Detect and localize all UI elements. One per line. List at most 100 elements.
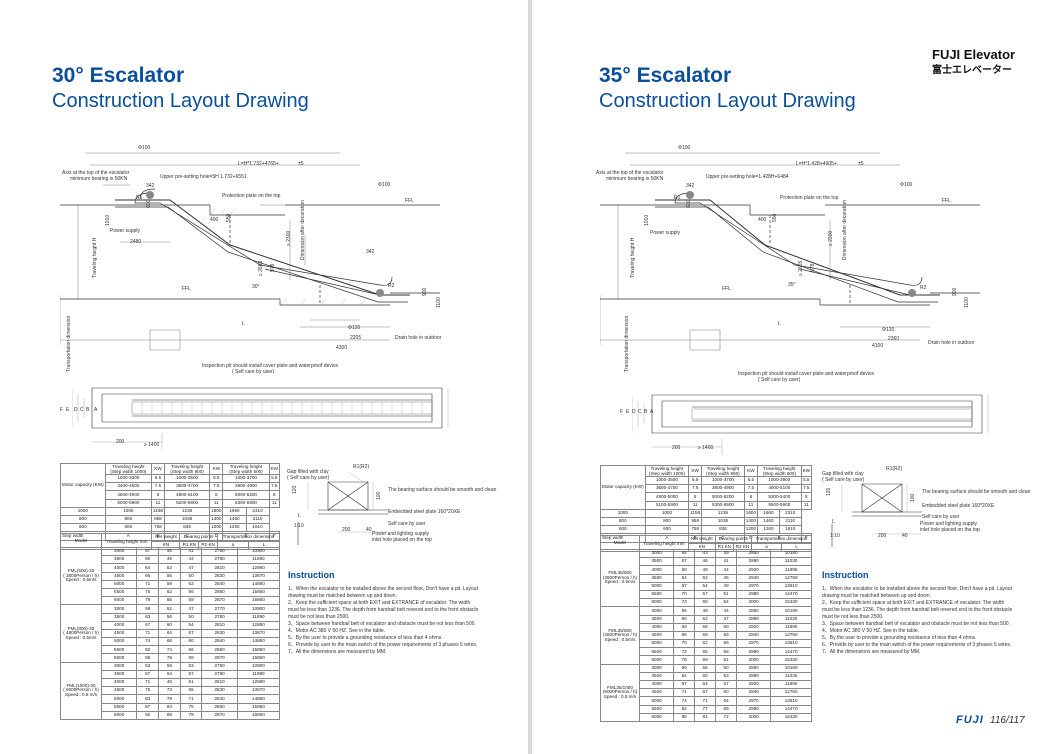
cell: 1600 <box>209 506 224 516</box>
l-label: L <box>778 321 781 327</box>
cell: 64 <box>158 628 181 639</box>
decoration-label: Dimension after decoration <box>842 200 848 260</box>
angle-30-label: 30° <box>252 284 260 290</box>
cell: 46 <box>694 557 717 567</box>
dim-978: 978 <box>270 263 276 272</box>
cell: 11 <box>268 498 281 508</box>
r1r2-label: R1(R2) <box>886 466 903 472</box>
cell: 63 <box>136 612 160 622</box>
th-col-1: Traveling height (Step width 1000) <box>644 465 690 477</box>
cell: 2870 <box>201 596 238 606</box>
model-rows-table: FML(600)-30( 3600Person / h)Speed : 0.5m… <box>60 546 281 720</box>
power-supply-label: Power supply <box>110 228 141 234</box>
cell: 11 <box>688 500 703 510</box>
cell: 1036 <box>701 516 745 527</box>
cell: 1200 <box>743 525 759 535</box>
cell: 12750 <box>770 573 812 583</box>
cell: 52 <box>694 573 717 583</box>
cell: 63 <box>673 622 696 632</box>
inspection-pit-label: Inspection pit should install cover plat… <box>202 363 339 369</box>
cell: 44 <box>179 555 203 565</box>
brand-logo: FUJI Elevator <box>932 47 1016 62</box>
model-table: Model Traveling height mm Net weight Bea… <box>60 532 281 551</box>
cell: 836 <box>701 525 745 535</box>
cell: 59 <box>694 630 717 641</box>
plan-letter-b: B <box>644 409 648 415</box>
cell: 57 <box>179 669 203 680</box>
cell: 64 <box>158 669 181 680</box>
model-speed: Speed : 0.5m/s <box>65 577 97 583</box>
plan-letter-c: C <box>638 409 642 415</box>
cell: 6000 <box>100 596 138 606</box>
cell: 3500 <box>638 671 675 682</box>
cell: 14470 <box>770 647 812 657</box>
cell: 7.5 <box>688 484 703 494</box>
cell: 6000 <box>100 653 138 663</box>
cell: 4000-5100 <box>757 484 802 494</box>
dim-2205: 2205 <box>350 335 362 341</box>
model-name-cell: FML(600)-30( 3600Person / h)Speed : 0.5m… <box>60 546 102 606</box>
axis-note-label: Axis at the top of the escalator <box>596 170 664 176</box>
instruction-title: Instruction <box>822 570 869 580</box>
cell: 74 <box>136 637 160 647</box>
th-col-6: KW <box>800 465 813 477</box>
phi120-label: Φ120 <box>882 327 895 333</box>
axis-note-label: Axis at the top of the escalator <box>62 170 130 176</box>
cell: 800 <box>104 514 153 525</box>
cell: 60 <box>673 614 696 624</box>
th-col-2: KW <box>688 465 703 477</box>
dim-342-top: 342 <box>686 183 695 189</box>
decoration-label: Dimension after decoration <box>300 200 306 260</box>
cell: 53 <box>179 661 203 671</box>
cell: 11030 <box>770 614 812 624</box>
plan-letter-d: D <box>632 409 636 415</box>
cell: 1036 <box>163 514 211 525</box>
cell: 2890 <box>736 671 772 682</box>
dim-200-detail: 200 <box>878 533 887 539</box>
cell: 1660 <box>757 508 780 518</box>
cell: 15850 <box>236 587 281 598</box>
cell: 5300-5900 <box>222 498 270 508</box>
cell: 87 <box>136 702 160 712</box>
cell: 4000 <box>100 563 138 573</box>
cell: 1000 <box>60 506 106 516</box>
cell: 2940 <box>736 630 772 641</box>
instruction-item: 4、Motor AC 380 V 50 HZ. See in the table… <box>822 628 919 634</box>
instruction-item: 1、When the escalator to be installed abo… <box>288 586 478 599</box>
cell: 77 <box>694 704 717 714</box>
cell: 47 <box>179 563 203 573</box>
page-gutter <box>528 0 532 754</box>
cell: 2940 <box>736 688 772 698</box>
cell: 5300-5900 <box>701 500 745 510</box>
dim-200-detail: 200 <box>342 527 351 533</box>
model-name: FML35/800 <box>608 627 632 633</box>
plan-letter-e: E <box>626 409 630 415</box>
cell: 11890 <box>236 555 281 565</box>
model-cap: ( 6000Person / h) <box>63 687 99 693</box>
cell: 14470 <box>770 704 812 714</box>
cell: 4800-5000 <box>644 492 690 502</box>
drain-hole-label: Drain hole in outdoor <box>395 335 442 341</box>
dim-2665: ≥ 2665 <box>798 260 804 276</box>
cell: 4000 <box>638 565 675 575</box>
plan-letter-b: B <box>86 407 90 413</box>
model-name-cell: FML35/800(4800Person / h)Speed : 0.5m/s <box>600 606 640 665</box>
dim-600: 600 <box>686 199 692 208</box>
cell: 1000-3300 <box>104 473 153 484</box>
cell: 3600-4700 <box>163 482 211 492</box>
cell: 54 <box>673 548 696 559</box>
cell: 56 <box>158 612 181 622</box>
cell: 79 <box>136 596 160 606</box>
elevation-drawing <box>60 145 450 355</box>
cell: 4000 <box>638 679 675 690</box>
self-care-label: ( Self care by user) <box>287 475 330 481</box>
self-care-label: ( Self care by user) <box>822 477 865 483</box>
cell: 62 <box>158 587 181 598</box>
cell: 3500 <box>100 612 138 622</box>
power-supply-label: Power supply <box>650 230 681 236</box>
dim-120: 120 <box>826 487 832 496</box>
